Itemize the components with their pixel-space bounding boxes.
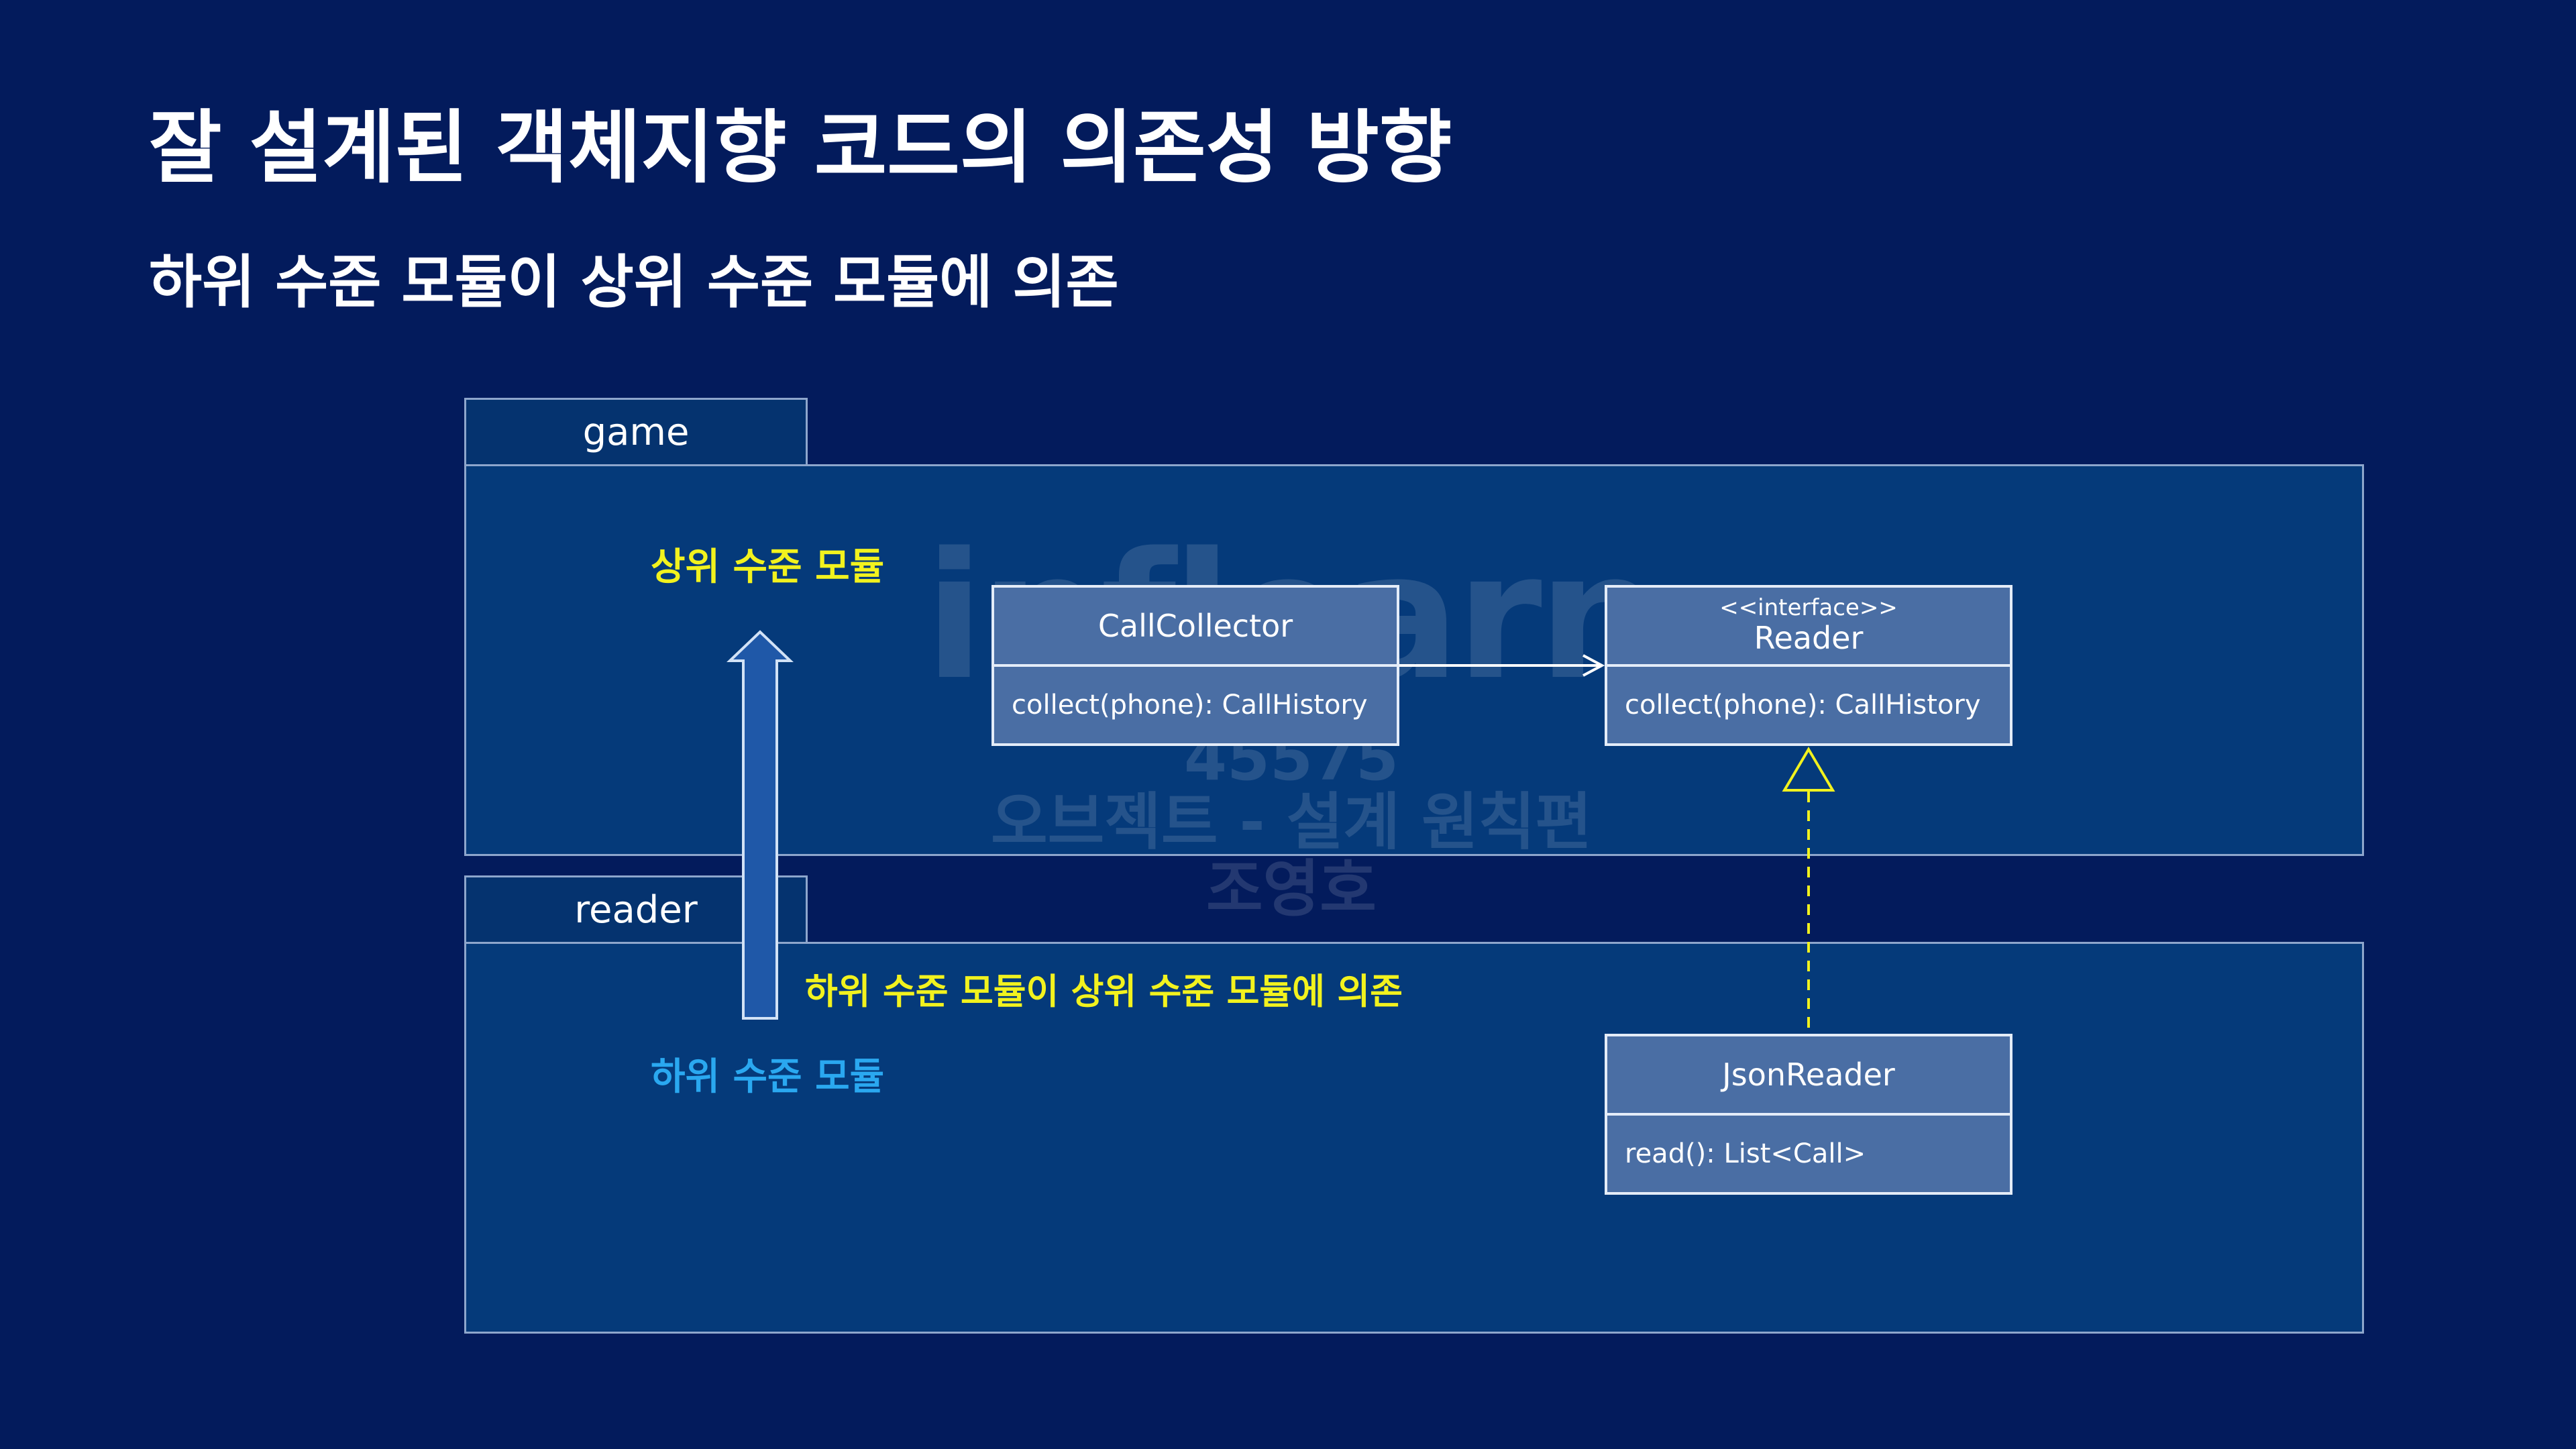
reader-package-name: reader [574,888,698,932]
game-package-name: game [582,410,690,454]
jsonreader-class-header: JsonReader [1607,1036,2010,1116]
callcollector-class-header: CallCollector [994,588,1397,667]
low-level-module-label: 하위 수준 모듈 [651,1055,885,1099]
callcollector-class: CallCollector collect(phone): CallHistor… [991,585,1399,746]
upward-dependency-arrow [727,630,794,1020]
jsonreader-class-name: JsonReader [1722,1056,1895,1093]
high-level-module-label: 상위 수준 모듈 [651,545,885,589]
slide-title: 잘 설계된 객체지향 코드의 의존성 방향 [149,101,1452,194]
jsonreader-method: read(): List<Call> [1625,1138,1866,1169]
callcollector-class-name: CallCollector [1097,607,1293,644]
watermark-author: 조영호 [1206,853,1377,925]
dependency-note-label: 하위 수준 모듈이 상위 수준 모듈에 의존 [805,971,1403,1012]
watermark-course: 오브젝트 - 설계 원칙편 [990,786,1593,858]
game-package-tab: game [464,398,808,466]
reader-interface-header: <<interface>> Reader [1607,588,2010,667]
realization-arrowhead [1782,747,1835,792]
reader-stereotype: <<interface>> [1719,594,1898,621]
callcollector-method: collect(phone): CallHistory [1012,690,1368,720]
jsonreader-class: JsonReader read(): List<Call> [1605,1034,2012,1195]
reader-method: collect(phone): CallHistory [1625,690,1981,720]
reader-interface-name: Reader [1754,620,1864,657]
reader-interface: <<interface>> Reader collect(phone): Cal… [1605,585,2012,746]
reader-package-body [464,942,2364,1334]
association-arrowhead [1582,654,1605,677]
slide-subtitle: 하위 수준 모듈이 상위 수준 모듈에 의존 [149,249,1119,316]
